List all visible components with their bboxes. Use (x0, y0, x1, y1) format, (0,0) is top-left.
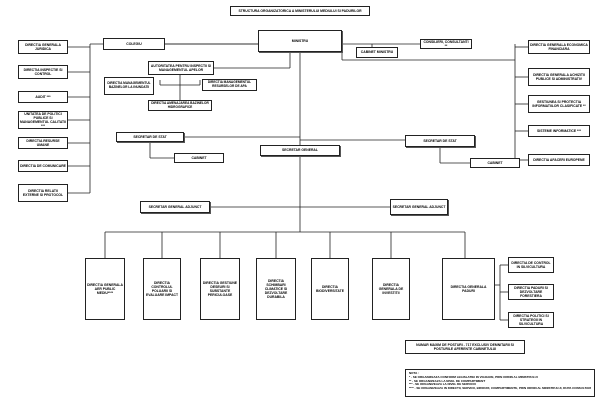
note-line: ** - SE ORGANIZEAZA LA NIVEL DE COMPARTI… (409, 379, 486, 383)
dir-resurse-umane-box: DIRECTIA RESURSE UMANE (18, 137, 68, 149)
ministru-box: MINISTRU (258, 30, 342, 52)
dg-aer-box: DIRECTIA GENERALA AER PUBLIC MEDIU**** (85, 258, 125, 320)
dir-comunicare-box: DIRECTIA DE COMUNICARE (18, 160, 68, 172)
note-line: * - SE ORGANIZEAZA CONFORM LEGISLATIEI I… (409, 375, 538, 379)
dir-economica-box: DIRECTIA GENERALA ECONOMICA FINANCIARA (528, 40, 590, 54)
dir-amenajarea-box: DIRECTIA AMENAJAREA BAZINELOR HIDROGRAFI… (148, 100, 212, 111)
notes-heading: NOTA : (409, 372, 419, 375)
cabinet-ministru-box: CABINET MINISTRU (356, 47, 398, 58)
dir-achizitii-box: DIRECTIA GENERALA ACHIZITII PUBLICE SI A… (528, 68, 590, 86)
dir-control-silvicultura-box: DIRECTIA DE CONTROL IN SILVICULTURA (508, 257, 554, 273)
dir-politici-silvicultura-box: DIRECTIA POLITICI SI STRATEGII IN SILVIC… (508, 312, 554, 328)
dg-paduri-box: DIRECTIA GENERALA PADURI (442, 258, 495, 320)
dg-controlul-poluarii-box: DIRECTIA CONTROLUL POLUARII SI EVALUARE … (143, 258, 181, 320)
secretar-general-adjunct-right-box: SECRETAR GENERAL ADJUNCT (390, 199, 448, 215)
note-line: *** - SE ORGANIZEAZA LA NIVEL DE SERVICI… (409, 383, 477, 387)
colegiu-box: COLEGIU (103, 38, 165, 50)
dg-schimbari-climatice-box: DIRECTIA SCHIMBARI CLIMATICE SI DEZVOLTA… (256, 258, 296, 320)
unitatea-politici-box: UNITATEA DE POLITICI PUBLICE SI MANAGEME… (18, 111, 68, 129)
numar-posturi-box: NUMAR MAXIM DE POSTURI - 717 EXCLUSIV DE… (405, 340, 525, 354)
consilieri-box: CONSILIERI, CONSULTANTI ** (420, 39, 472, 49)
dir-inspectie-control-box: DIRECTIA INSPECTIE SI CONTROL (18, 65, 68, 79)
dir-biodiversitate-box: DIRECTIA BIODIVERSITATE (311, 258, 349, 320)
secretar-general-adjunct-left-box: SECRETAR GENERAL ADJUNCT (140, 201, 210, 213)
sisteme-informatice-box: SISTEME INFORMATICE *** (528, 125, 590, 137)
secretar-stat-left-box: SECRETAR DE STAT (116, 132, 184, 142)
dir-management-bazinelor-box: DIRECTIA MANAGEMENTUL BAZINELOR LA INUND… (104, 77, 154, 95)
audit-box: AUDIT *** (18, 91, 68, 103)
notes-box: NOTA : * - SE ORGANIZEAZA CONFORM LEGISL… (405, 369, 595, 397)
note-line: **** - SE ORGANIZEAZA IN DIRECTII, SERVI… (409, 387, 591, 390)
chart-title: STRUCTURA ORGANIZATORICA A MINISTERULUI … (230, 6, 370, 16)
cabinet-left-box: CABINET (174, 153, 224, 163)
dir-management-resurse-apa-box: DIRECTIA MANAGEMENTUL RESURSELOR DE APA (202, 79, 257, 91)
secretar-stat-right-box: SECRETAR DE STAT (405, 135, 475, 147)
secretar-general-box: SECRETAR GENERAL (260, 145, 340, 156)
gestiunea-box: GESTIUNEA SI PROTECTIA INFORMATIILOR CLA… (528, 95, 590, 113)
dir-juridica-box: DIRECTIA GENERALA JURIDICA (18, 40, 68, 54)
dir-afaceri-europene-box: DIRECTIA AFACERI EUROPENE (528, 154, 590, 166)
cabinet-right-box: CABINET (470, 158, 520, 168)
dg-investitii-box: DIRECTIA GENERALA DE INVESTITII (372, 258, 410, 320)
dir-relatii-externe-box: DIRECTIA RELATII EXTERNE SI PROTOCOL (18, 184, 68, 202)
autoritatea-box: AUTORITATEA PENTRU INSPECTII SI MANAGEME… (148, 61, 214, 75)
dir-paduri-dezvoltare-box: DIRECTIA PADURI SI DEZVOLTARE FORESTIERA (508, 284, 554, 300)
dg-gestiune-deseuri-box: DIRECTIA GESTIUNE DESEURI SI SUBSTANTE P… (200, 258, 240, 320)
